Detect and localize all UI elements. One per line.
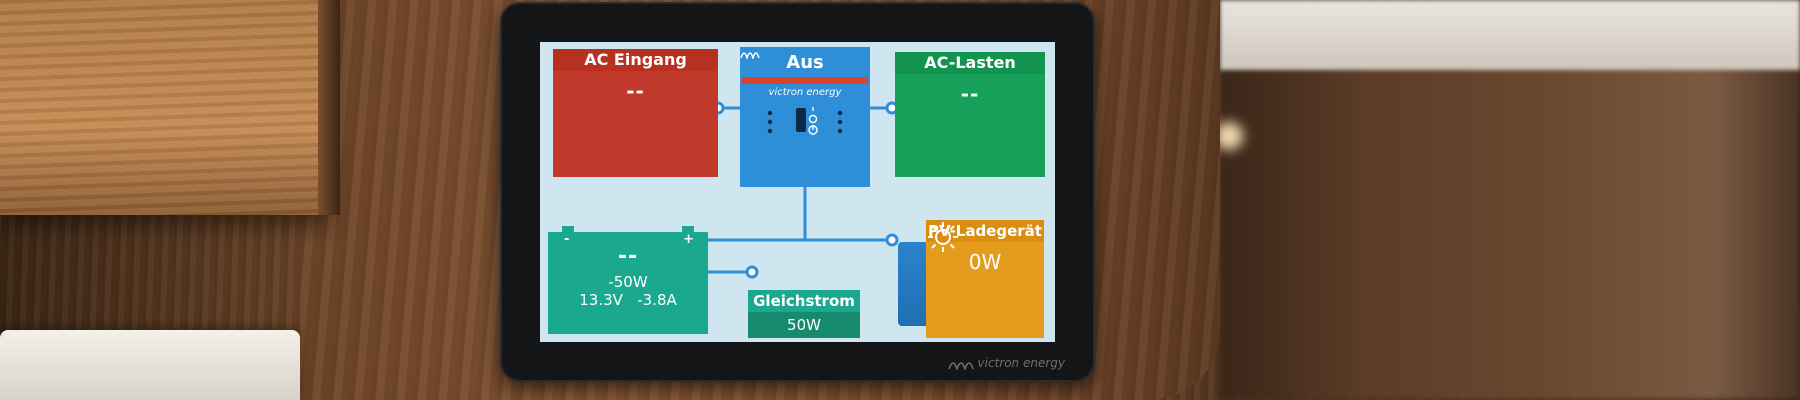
battery-power: -50W: [608, 273, 648, 291]
battery-terminal-positive: [682, 226, 694, 232]
inverter-tile[interactable]: Aus victron energy: [740, 47, 870, 187]
dc-system-tile[interactable]: Gleichstrom 50W: [748, 290, 860, 338]
ac-loads-title: AC-Lasten: [895, 52, 1045, 74]
device-logo-text: victron energy: [977, 356, 1065, 370]
device-logo: victron energy: [947, 356, 1065, 370]
dc-system-title: Gleichstrom: [748, 290, 860, 312]
victron-logo-icon: [947, 362, 974, 370]
ceiling: [1220, 0, 1800, 70]
victron-waves-icon: [740, 52, 760, 59]
ac-loads-value: --: [960, 82, 980, 106]
sun-icon: [928, 222, 958, 252]
battery-tile[interactable]: - + -- -50W 13.3V -3.8A: [548, 226, 708, 334]
pv-charger-value: 0W: [968, 250, 1002, 274]
pv-charger-tile[interactable]: PV-Ladegerät 0W: [926, 220, 1044, 338]
ac-loads-tile[interactable]: AC-Lasten --: [895, 52, 1045, 177]
ac-input-tile[interactable]: AC Eingang --: [553, 49, 718, 177]
inverter-stripe: [742, 77, 868, 84]
inverter-brand-text: victron energy: [768, 87, 842, 98]
battery-plus-sign: +: [683, 232, 694, 247]
battery-current: -3.8A: [637, 291, 677, 309]
ac-input-value: --: [626, 79, 645, 103]
battery-terminal-negative: [562, 226, 574, 232]
inverter-brand: victron energy: [740, 52, 870, 98]
white-cabinet: [0, 330, 300, 400]
battery-voltage: 13.3V: [579, 291, 623, 309]
inverter-state: Aus: [786, 52, 824, 73]
battery-soc: --: [617, 244, 639, 269]
wooden-shelf: [0, 0, 330, 215]
display-screen: AC Eingang -- Aus victron energy: [540, 42, 1055, 342]
dc-system-value: 50W: [787, 316, 821, 334]
touch-display-device: AC Eingang -- Aus victron energy: [500, 2, 1095, 382]
battery-minus-sign: -: [564, 232, 570, 247]
shelf-edge: [318, 0, 340, 215]
battery-voltage-current: 13.3V -3.8A: [548, 291, 708, 309]
ac-input-title: AC Eingang: [553, 49, 718, 71]
inverter-switch-icon: [767, 107, 843, 135]
